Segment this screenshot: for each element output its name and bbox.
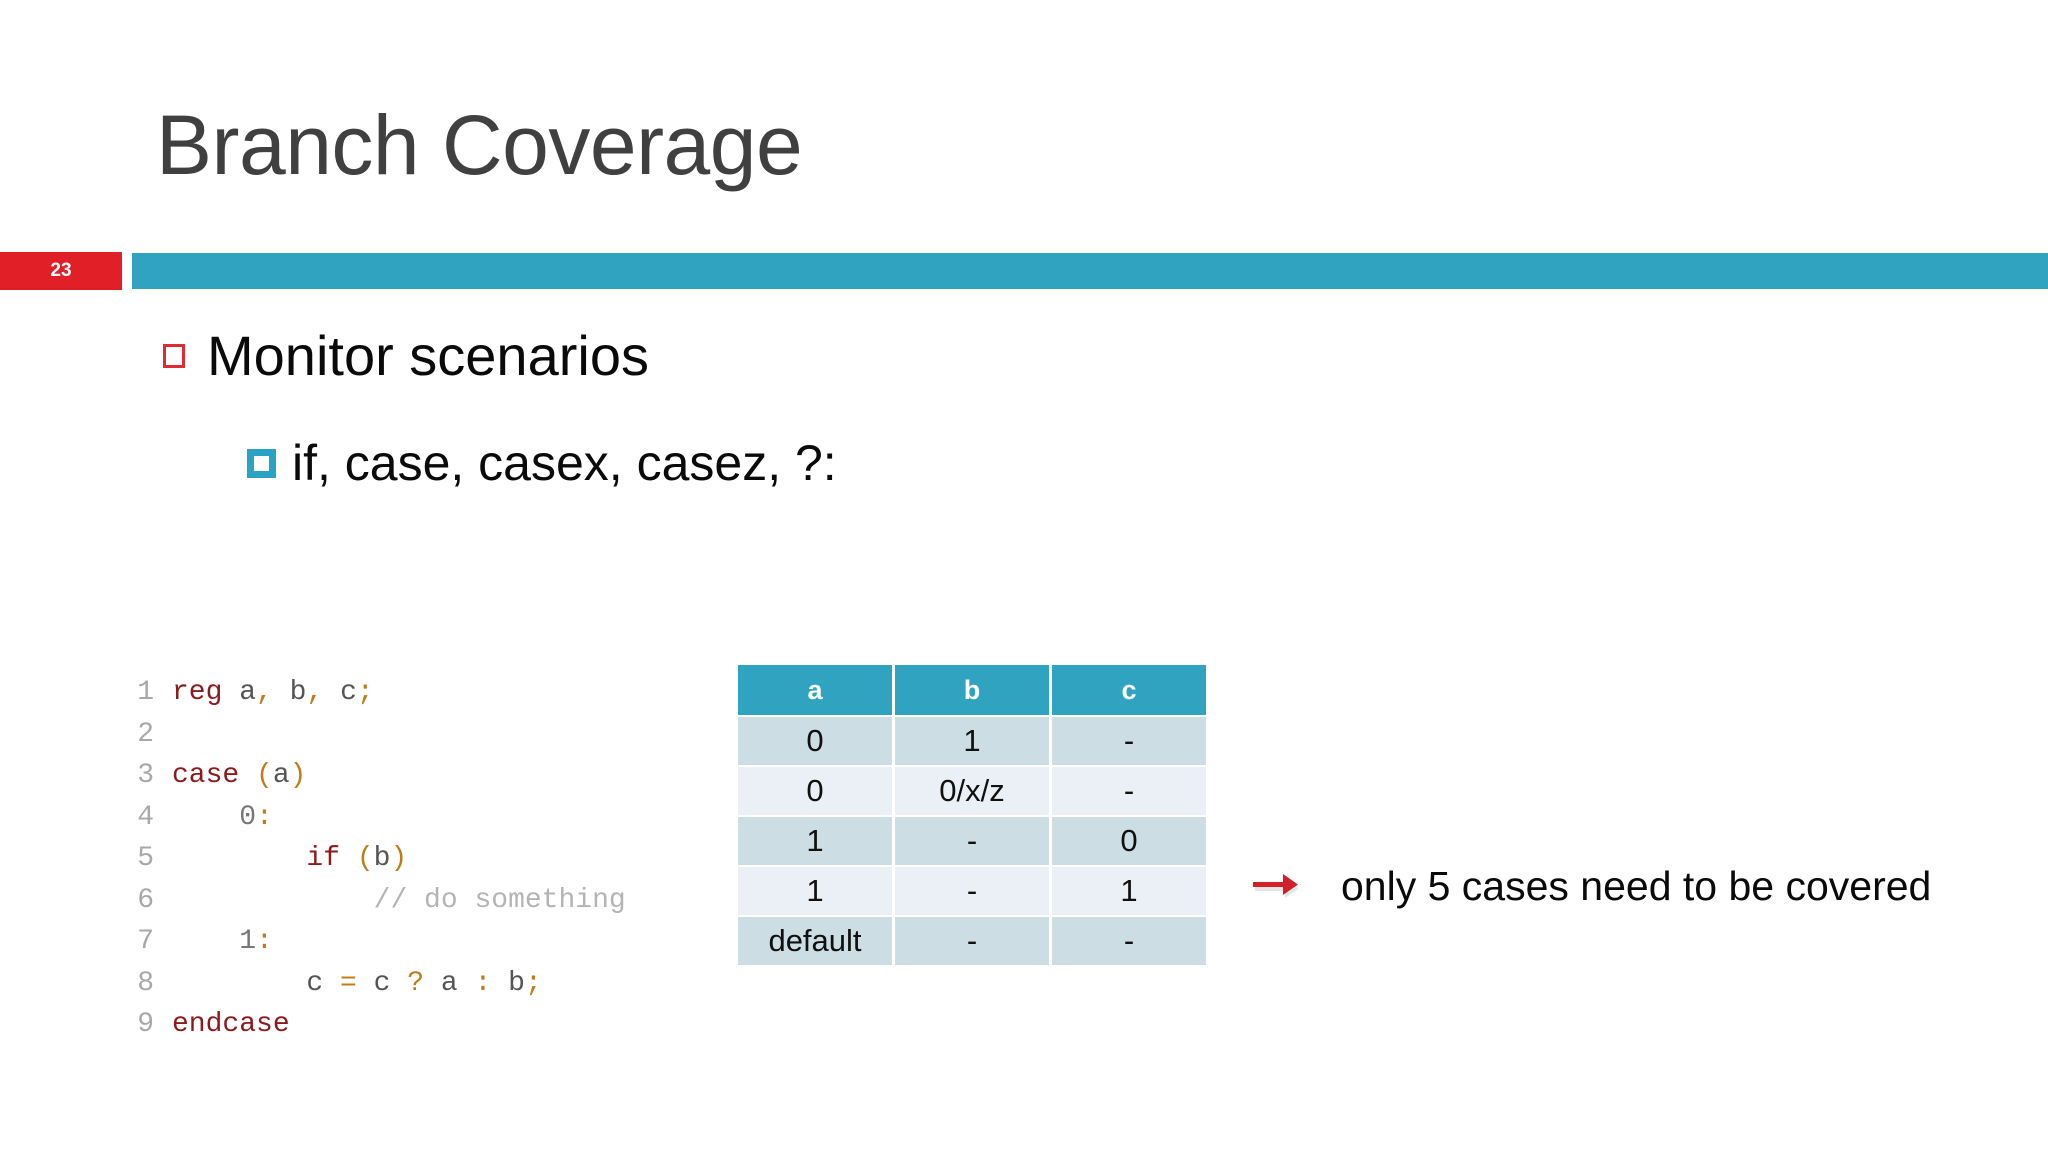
code-line: 5 if (b)	[120, 838, 626, 880]
code-token: (	[256, 760, 273, 791]
table-column-header: a	[738, 665, 892, 715]
code-token: case	[172, 760, 240, 791]
code-token: if	[306, 843, 341, 874]
code-token: ,	[256, 677, 273, 708]
table-cell: 0	[738, 717, 892, 765]
code-token	[172, 802, 239, 833]
title-divider-bar	[132, 253, 2048, 289]
table-cell: -	[1052, 767, 1206, 815]
code-line-number: 7	[137, 926, 154, 957]
code-token: :	[256, 801, 273, 833]
code-line-number: 3	[137, 760, 154, 791]
code-line: 6 // do something	[120, 880, 626, 922]
code-line: 7 1:	[120, 921, 626, 963]
table-cell: 1	[1052, 867, 1206, 915]
code-token: ,	[306, 677, 324, 708]
code-token: b	[491, 967, 525, 999]
annotation: only 5 cases need to be covered	[1253, 866, 1931, 907]
code-token: :	[474, 967, 492, 999]
bullet-level1-label: Monitor scenarios	[207, 324, 649, 387]
code-token	[172, 968, 306, 999]
table-column-header: b	[895, 665, 1049, 715]
code-token: ?	[407, 967, 425, 999]
code-line: 1 reg a, b, c;	[120, 672, 626, 714]
code-token: c	[373, 967, 391, 999]
filled-square-icon	[247, 448, 276, 478]
code-token: b	[272, 677, 307, 708]
code-token: c	[323, 677, 357, 708]
table-cell: 1	[895, 717, 1049, 765]
code-line: 8 c = c ? a : b;	[120, 963, 626, 1005]
code-token	[390, 968, 407, 999]
code-token: )	[390, 843, 408, 874]
code-token: 1	[239, 926, 257, 957]
bullet-level1: Monitor scenarios	[163, 328, 649, 384]
table-cell: 0/x/z	[895, 767, 1049, 815]
table-cell: -	[1052, 717, 1206, 765]
code-token: a	[424, 967, 475, 999]
code-token	[340, 843, 357, 874]
table-row: 1-0	[738, 817, 1206, 865]
table-column-header: c	[1052, 665, 1206, 715]
code-token: ;	[356, 677, 374, 708]
table-cell: -	[895, 867, 1049, 915]
code-token	[172, 885, 374, 916]
table-cell: 1	[738, 867, 892, 915]
code-line: 3 case (a)	[120, 755, 626, 797]
code-token: b	[373, 843, 391, 874]
code-token	[172, 843, 306, 874]
code-line-number: 6	[137, 884, 154, 916]
table-row: default--	[738, 917, 1206, 965]
table-cell: 1	[738, 817, 892, 865]
bullet-level2: if, case, casex, casez, ?:	[247, 438, 837, 488]
slide-number-badge: 23	[0, 252, 122, 290]
table-cell: 0	[1052, 817, 1206, 865]
code-token: endcase	[172, 1009, 290, 1040]
code-token: )	[289, 760, 307, 791]
code-line: 2	[120, 714, 626, 756]
table-cell: -	[1052, 917, 1206, 965]
code-line-number: 4	[137, 801, 154, 833]
table-row: 1-1	[738, 867, 1206, 915]
code-token: c	[306, 967, 324, 999]
code-token: (	[356, 843, 374, 874]
code-line-number: 8	[137, 967, 154, 999]
table-cell: -	[895, 917, 1049, 965]
code-line-number: 2	[137, 718, 154, 750]
code-line-number: 5	[137, 843, 154, 874]
code-token: reg	[172, 677, 223, 708]
code-token: ;	[524, 967, 542, 999]
arrow-right-icon	[1253, 870, 1309, 904]
code-line-number: 1	[137, 677, 154, 708]
table-cell: 0	[738, 767, 892, 815]
code-token	[172, 926, 239, 957]
code-line: 4 0:	[120, 797, 626, 839]
code-token: :	[256, 926, 273, 957]
code-token: 0	[239, 801, 257, 833]
code-token	[239, 760, 256, 791]
code-token: =	[323, 967, 374, 999]
annotation-label: only 5 cases need to be covered	[1341, 863, 1932, 909]
table-cell: default	[738, 917, 892, 965]
bullet-level2-label: if, case, casex, casez, ?:	[292, 435, 837, 491]
slide-number: 23	[50, 260, 72, 281]
hollow-square-icon	[163, 344, 185, 368]
code-line-number: 9	[137, 1009, 154, 1040]
code-line: 9 endcase	[120, 1004, 626, 1046]
table-cell: -	[895, 817, 1049, 865]
code-token: // do something	[373, 884, 626, 916]
code-token: a	[272, 760, 290, 791]
page-title: Branch Coverage	[156, 98, 803, 192]
code-token: a	[222, 677, 257, 708]
